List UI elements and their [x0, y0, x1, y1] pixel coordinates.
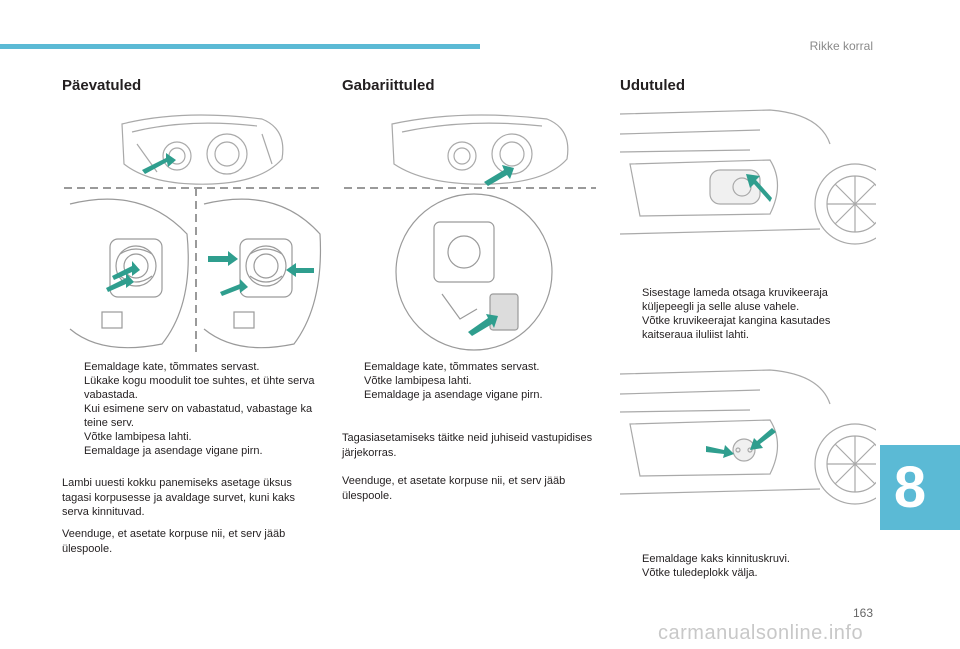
reverse-order-paragraph: Tagasiasetamiseks täitke neid juhiseid v… — [342, 432, 593, 459]
list-item: Võtke kruvikeerajat kangina kasutades ka… — [642, 315, 831, 341]
removal-arrow — [142, 153, 176, 174]
header-accent-bar — [0, 44, 480, 49]
watermark: carmanualsonline.info — [658, 622, 864, 644]
orientation-paragraph: Veenduge, et asetate korpuse nii, et ser… — [62, 528, 286, 555]
daytime-light-illustration — [64, 114, 322, 354]
bulb-holder-detail — [395, 193, 553, 351]
list-item: Eemaldage kaks kinnituskruvi. — [642, 553, 790, 565]
chapter-number: 8 — [893, 455, 927, 520]
push-arrows-right — [208, 251, 314, 296]
list-item: Võtke lambipesa lahti. — [84, 431, 192, 443]
pull-arrow — [468, 314, 498, 336]
section-title-side-lights: Gabariittuled — [342, 77, 435, 94]
list-item: Eemaldage ja asendage vigane pirn. — [84, 445, 263, 457]
list-item: Võtke tuledeplokk välja. — [642, 567, 758, 579]
reassembly-paragraph: Lambi uuesti kokku panemiseks asetage ük… — [62, 477, 295, 518]
removal-arrow — [484, 165, 514, 186]
orientation-paragraph: Veenduge, et asetate korpuse nii, et ser… — [342, 475, 566, 502]
headlamp-housing-drawing — [121, 114, 284, 185]
side-light-steps: Eemaldage kate, tõmmates servast. Võtke … — [342, 360, 598, 402]
headlamp-housing-drawing — [391, 114, 569, 185]
list-item: Sisestage lameda otsaga kruvikeeraja kül… — [642, 287, 828, 313]
screwdriver-arrow — [746, 174, 772, 202]
daytime-light-steps: Eemaldage kate, tõmmates servast. Lükake… — [62, 360, 324, 458]
fog-light-screws-illustration — [620, 369, 876, 505]
side-light-illustration — [344, 114, 596, 351]
list-item: Lükake kogu moodulit toe suhtes, et ühte… — [84, 375, 315, 401]
chapter-tab: 8 — [880, 445, 960, 530]
section-title-fog-lights: Udutuled — [620, 77, 685, 94]
push-arrows-left — [106, 261, 140, 292]
list-item: Eemaldage kate, tõmmates servast. — [84, 361, 260, 373]
chapter-title: Rikke korral — [809, 39, 873, 53]
page-number: 163 — [852, 606, 873, 620]
front-bumper-drawing — [620, 369, 876, 505]
screw-arrows — [706, 428, 776, 458]
list-item: Võtke lambipesa lahti. — [364, 375, 472, 387]
list-item: Eemaldage ja asendage vigane pirn. — [364, 389, 543, 401]
fog-light-trim-illustration — [620, 109, 876, 245]
lamp-module-detail-left — [69, 198, 189, 349]
front-bumper-drawing — [620, 109, 876, 245]
fog-light-removal-steps: Eemaldage kaks kinnituskruvi. Võtke tule… — [620, 552, 860, 580]
fog-light-trim-steps: Sisestage lameda otsaga kruvikeeraja kül… — [620, 286, 860, 342]
list-item: Kui esimene serv on vabastatud, vabastag… — [84, 403, 313, 429]
lamp-module-detail-right — [203, 198, 322, 349]
section-title-daytime-lights: Päevatuled — [62, 77, 142, 94]
list-item: Eemaldage kate, tõmmates servast. — [364, 361, 540, 373]
